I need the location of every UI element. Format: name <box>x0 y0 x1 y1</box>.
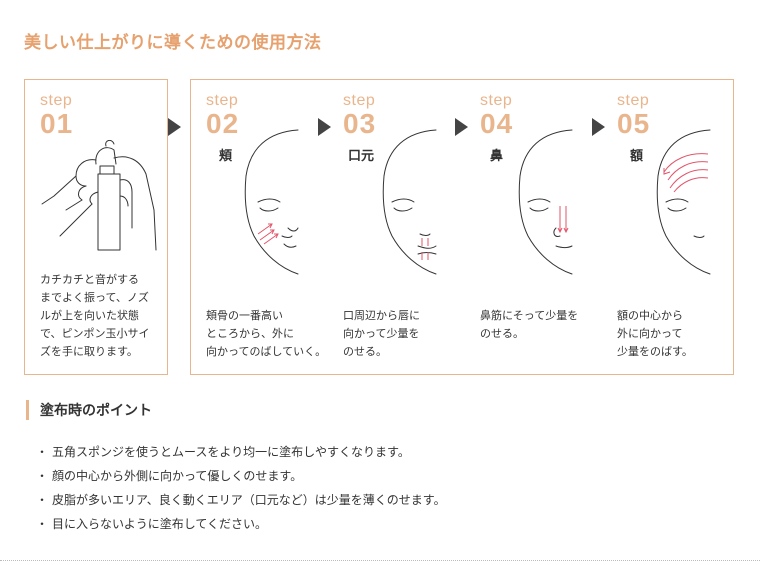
bullet: ・ <box>36 469 49 483</box>
step-area: 額 <box>630 149 644 164</box>
face-mouth-illustration <box>382 129 437 275</box>
step-label: step <box>343 92 376 109</box>
list-item: ・顔の中心から外側に向かって優しくのせます。 <box>36 464 446 488</box>
points-list: ・五角スポンジを使うとムースをより均一に塗布しやすくなります。 ・顔の中心から外… <box>36 440 446 536</box>
step-arrow-icon <box>455 118 468 136</box>
face-nose-illustration <box>518 129 573 275</box>
step-description: カチカチと音がする までよく振って、ノズ ルが上を向いた状態 で、ピンポン玉小サ… <box>40 273 150 358</box>
step-number: 03 <box>343 108 377 139</box>
section-accent-bar <box>26 400 29 420</box>
page-title: 美しい仕上がりに導くための使用方法 <box>24 33 322 53</box>
face-forehead-illustration <box>656 129 711 275</box>
step-arrow-icon <box>318 118 331 136</box>
face-cheek-illustration <box>244 129 299 275</box>
bullet: ・ <box>36 445 49 459</box>
step-arrow-icon <box>592 118 605 136</box>
step-arrow-icon <box>168 118 181 136</box>
step-number: 02 <box>206 108 240 139</box>
step-number: 04 <box>480 108 514 139</box>
step-area: 鼻 <box>490 149 504 164</box>
step-area: 口元 <box>348 149 375 164</box>
list-item-text: 目に入らないように塗布してください。 <box>52 517 268 531</box>
list-item-text: 皮脂が多いエリア、良く動くエリア（口元など）は少量を薄くのせます。 <box>52 493 446 507</box>
list-item-text: 顔の中心から外側に向かって優しくのせます。 <box>52 469 303 483</box>
step-description: 頬骨の一番高い ところから、外に 向かってのばしていく。 <box>206 309 327 358</box>
step-description: 額の中心から 外に向かって 少量をのばす。 <box>617 309 693 358</box>
list-item: ・五角スポンジを使うとムースをより均一に塗布しやすくなります。 <box>36 440 446 464</box>
points-title: 塗布時のポイント <box>40 403 152 419</box>
step-number: 01 <box>40 108 74 139</box>
step-description: 鼻筋にそって少量を のせる。 <box>480 309 579 340</box>
step-label: step <box>617 92 650 109</box>
list-item: ・皮脂が多いエリア、良く動くエリア（口元など）は少量を薄くのせます。 <box>36 488 446 512</box>
bottom-divider <box>0 560 760 561</box>
step-01-box <box>24 79 168 375</box>
step-label: step <box>480 92 513 109</box>
hands-bottle-illustration <box>41 140 157 251</box>
list-item-text: 五角スポンジを使うとムースをより均一に塗布しやすくなります。 <box>52 445 410 459</box>
bullet: ・ <box>36 493 49 507</box>
step-area: 頬 <box>219 149 233 164</box>
list-item: ・目に入らないように塗布してください。 <box>36 512 446 536</box>
step-description: 口周辺から唇に 向かって少量を のせる。 <box>343 309 420 358</box>
step-number: 05 <box>617 108 651 139</box>
step-label: step <box>206 92 239 109</box>
bullet: ・ <box>36 517 49 531</box>
step-label: step <box>40 92 73 109</box>
